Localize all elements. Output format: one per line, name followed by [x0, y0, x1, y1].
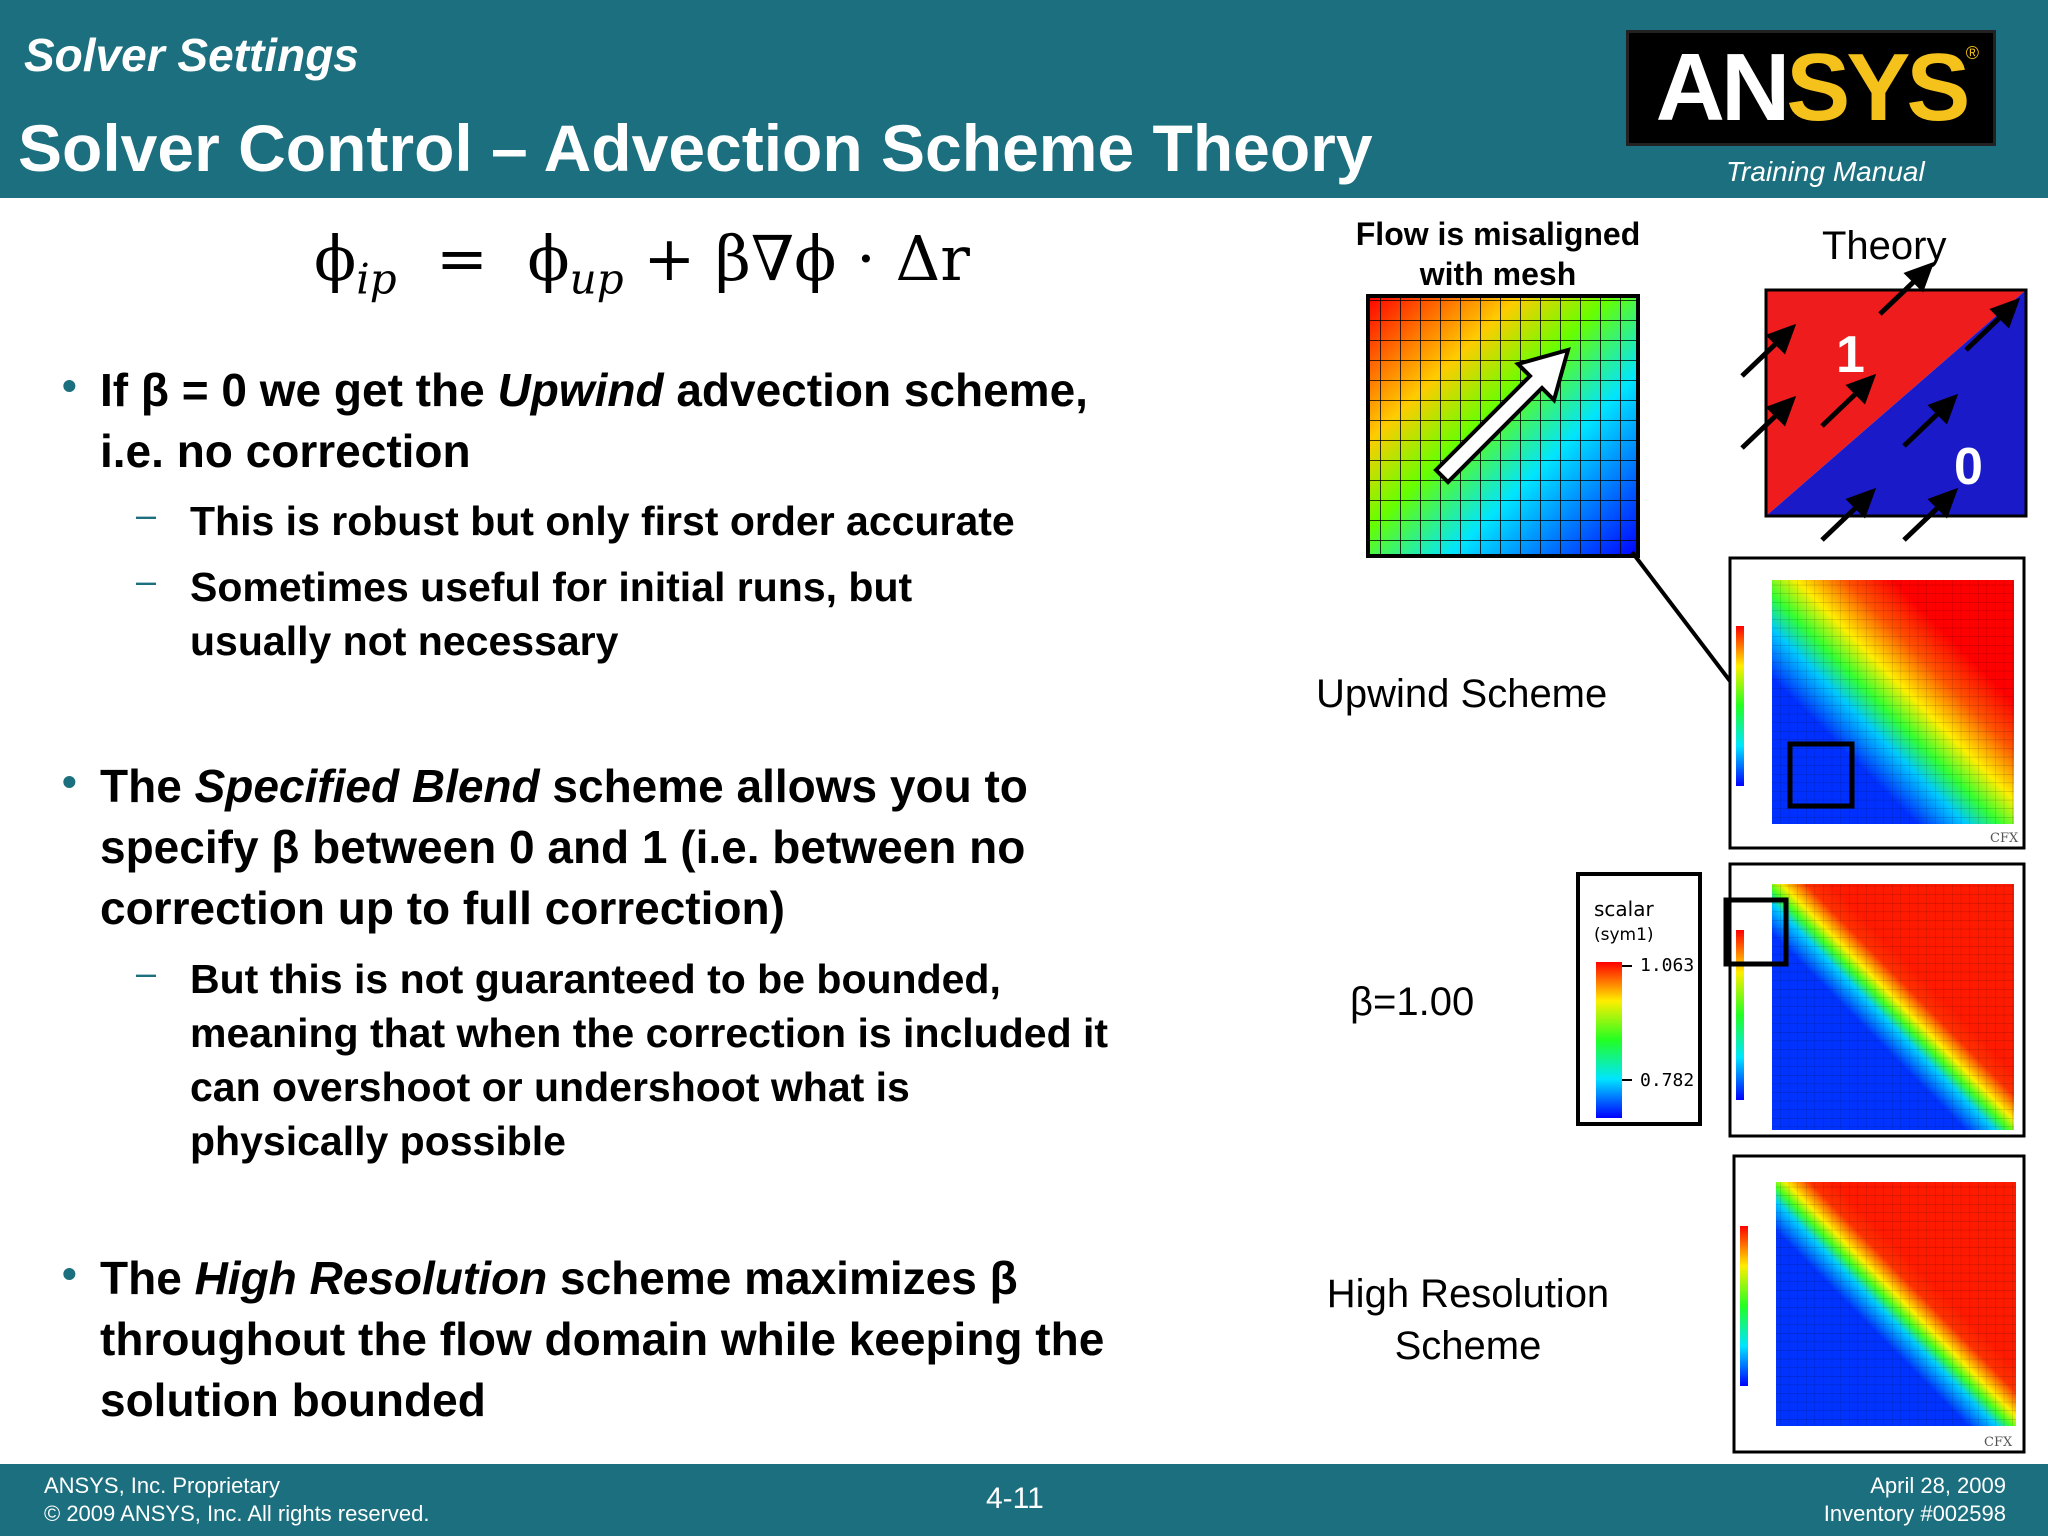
eq-phi-up: ϕ: [527, 222, 570, 295]
footer-proprietary: ANSYS, Inc. Proprietary: [44, 1473, 280, 1498]
bullet-2-em: Specified Blend: [194, 760, 540, 812]
registered-mark: ®: [1965, 43, 1979, 63]
beta-result-panel: [1723, 862, 2026, 1138]
bullet-high-resolution: The High Resolution scheme maximizes β t…: [100, 1248, 1180, 1431]
page-number: 4-11: [986, 1482, 1044, 1515]
theory-zero-label: 0: [1954, 438, 1983, 496]
high-res-line1: High Resolution: [1326, 1272, 1610, 1316]
high-resolution-label: High Resolution Scheme: [1318, 1268, 1618, 1372]
theory-figure: 1 0: [1740, 261, 2028, 542]
legend-title: scalar: [1594, 897, 1654, 921]
bullet-1-em: Upwind: [497, 364, 664, 416]
training-manual-label: Training Manual: [1726, 156, 1925, 187]
theory-flow-arrows: [1740, 261, 2021, 542]
bullet-1-pre: If: [100, 364, 141, 416]
slide-title: Solver Control – Advection Scheme Theory: [18, 111, 1373, 185]
eq-lhs: ϕ: [314, 222, 357, 295]
legend-zoom-inset: scalar (sym1) 1.063 0.782: [1576, 872, 1702, 1126]
upwind-zoom-box: [1787, 741, 1855, 809]
sub-bullet-initial-runs: Sometimes useful for initial runs, but u…: [190, 564, 913, 664]
footer-copyright: © 2009 ANSYS, Inc. All rights reserved.: [44, 1501, 430, 1526]
upwind-result-panel: CFX: [1728, 556, 2026, 850]
footer-inventory: Inventory #002598: [1823, 1501, 2006, 1526]
upwind-cfx-tag: CFX: [1990, 831, 2019, 846]
bullet-1-post: advection scheme, i.e. no correction: [100, 364, 1088, 477]
theory-label: Theory: [1822, 224, 1947, 268]
flow-direction-arrow: [1433, 347, 1571, 485]
flow-mesh-figure: [1366, 294, 1792, 762]
high-res-line2: Scheme: [1394, 1324, 1542, 1368]
dash-1b: –: [136, 560, 157, 601]
bullet-3-em: High Resolution: [194, 1252, 548, 1304]
footer-date: April 28, 2009: [1870, 1473, 2006, 1498]
flow-label-line1: Flow is misaligned: [1355, 216, 1641, 252]
beta-zoom-box: [1723, 897, 1789, 967]
eq-rhs-rest: + β∇ϕ · Δr: [643, 222, 970, 295]
bullet-dot-3: •: [62, 1250, 77, 1297]
eq-equals: =: [436, 222, 488, 295]
footer-bar: ANSYS, Inc. Proprietary © 2009 ANSYS, In…: [0, 1464, 2048, 1536]
bullet-specified-blend: The Specified Blend scheme allows you to…: [100, 756, 1180, 939]
bullet-3-post: scheme maximizes β throughout the flow d…: [100, 1252, 1105, 1426]
sub-bullet-not-bounded: But this is not guaranteed to be bounded…: [190, 956, 1109, 1164]
upwind-scheme-label: Upwind Scheme: [1316, 672, 1608, 716]
footer-right: April 28, 2009 Inventory #002598: [1824, 1472, 2006, 1528]
advection-equation: ϕip = ϕup + β∇ϕ · Δr: [314, 222, 970, 303]
legend-max-value: 1.063: [1640, 955, 1694, 976]
header-bar: Solver Settings Solver Control – Advecti…: [0, 0, 2048, 198]
eq-lhs-sub: ip: [356, 254, 397, 304]
beta-label: β=1.00: [1350, 980, 1475, 1024]
eq-up-sub: up: [569, 254, 624, 304]
legend-min-value: 0.782: [1640, 1070, 1694, 1091]
high-resolution-result-panel: CFX: [1732, 1154, 2026, 1454]
footer-left: ANSYS, Inc. Proprietary © 2009 ANSYS, In…: [44, 1472, 430, 1528]
section-subtitle: Solver Settings: [24, 29, 359, 81]
dash-2a: –: [136, 952, 157, 993]
flow-misaligned-label: Flow is misaligned with mesh: [1318, 214, 1678, 294]
high-res-cfx-tag: CFX: [1984, 1435, 2013, 1450]
sub-bullet-robust: This is robust but only first order accu…: [190, 498, 1015, 544]
dash-1a: –: [136, 494, 157, 535]
bullet-1-mid: = 0 we get the: [168, 364, 498, 416]
bullet-dot-2: •: [62, 758, 77, 805]
bullet-2-post: scheme allows you to specify β between 0…: [100, 760, 1028, 934]
theory-one-label: 1: [1836, 326, 1865, 384]
legend-subtitle: (sym1): [1594, 925, 1654, 945]
bullet-3-pre: The: [100, 1252, 195, 1304]
bullet-2-pre: The: [100, 760, 195, 812]
flow-label-line2: with mesh: [1419, 256, 1577, 292]
bullet-1-beta: β: [140, 364, 169, 416]
bullet-dot-1: •: [62, 362, 77, 409]
bullet-upwind: If β = 0 we get the Upwind advection sch…: [100, 360, 1160, 482]
